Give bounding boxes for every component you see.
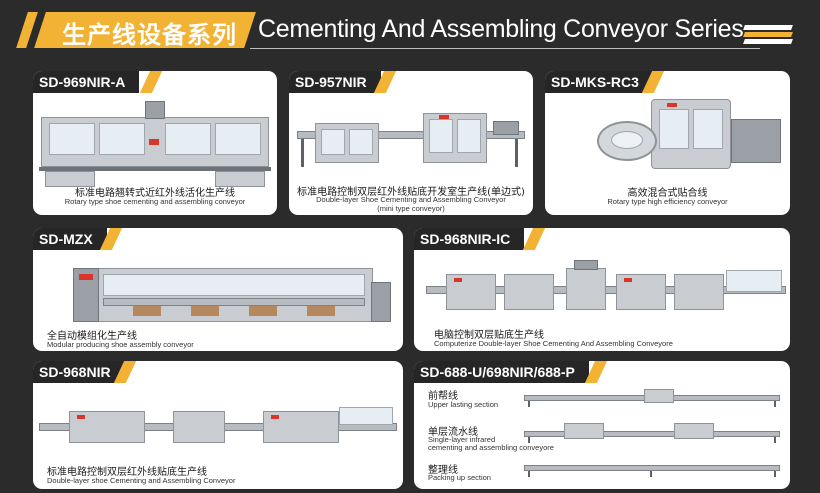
model-tag: SD-MKS-RC3 — [545, 71, 653, 93]
product-name-cn: 标准电路控制双层红外线贴底开发室生产线(单边式) — [297, 187, 525, 198]
tag-accent-stripe — [522, 228, 546, 250]
product-name-en: Modular producing shoe assembly conveyor — [47, 340, 194, 349]
machine-image — [297, 103, 525, 183]
page-header: 生产线设备系列 Cementing And Assembling Conveyo… — [0, 0, 820, 60]
product-card-sd-688-series[interactable]: SD-688-U/698NIR/688-P 前帮线 Upper lasting … — [414, 361, 790, 489]
header-divider — [250, 48, 760, 49]
machine-image — [426, 260, 786, 330]
machine-image — [73, 246, 393, 326]
section-name-en-2: cementing and assembling conveyore — [428, 443, 554, 452]
product-name-cn: 全自动模组化生产线 — [47, 331, 137, 342]
tag-accent-stripe — [139, 71, 163, 93]
product-card-sd-957nir[interactable]: SD-957NIR 标准电路控制双层红外线贴底开发室生产线(单边式) Doubl… — [289, 71, 533, 215]
model-tag: SD-688-U/698NIR/688-P — [414, 361, 589, 383]
model-tag: SD-968NIR — [33, 361, 125, 383]
header-deco-bar — [743, 25, 793, 30]
product-name-en: Computerize Double-layer Shoe Cementing … — [434, 339, 673, 348]
product-name-cn: 标准电路控制双层红外线贴底生产线 — [47, 467, 207, 478]
machine-image — [39, 101, 271, 191]
product-card-sd-968nir[interactable]: SD-968NIR 标准电路控制双层红外线贴底生产线 Double-layer … — [33, 361, 403, 489]
product-name-en: Double-layer Shoe Cementing and Assembli… — [316, 195, 506, 204]
section-name-cn: 前帮线 — [428, 391, 458, 402]
model-tag: SD-MZX — [33, 228, 107, 250]
header-deco-bar — [743, 39, 793, 44]
product-card-sd-968nir-ic[interactable]: SD-968NIR-IC 电脑控制双层贴底生产线 Computerize Dou… — [414, 228, 790, 351]
product-card-sd-mzx[interactable]: SD-MZX 全自动模组化生产线 Modular producing shoe … — [33, 228, 403, 351]
section-name-cn: 单层流水线 — [428, 427, 478, 438]
machine-image — [524, 423, 780, 443]
machine-image — [524, 389, 780, 407]
model-tag: SD-968NIR-IC — [414, 228, 525, 250]
product-card-sd-mks-rc3[interactable]: SD-MKS-RC3 高效混合式贴合线 Rotary type high eff… — [545, 71, 790, 215]
section-name-en: Single-layer infrared — [428, 435, 496, 444]
model-tag: SD-957NIR — [289, 71, 381, 93]
machine-image — [39, 401, 397, 459]
section-name-cn: 整理线 — [428, 465, 458, 476]
product-name-cn: 电脑控制双层贴底生产线 — [434, 330, 544, 341]
header-title-cn: 生产线设备系列 — [62, 21, 237, 49]
header-deco-bar — [743, 32, 793, 37]
product-name-cn: 高效混合式贴合线 — [627, 188, 708, 199]
product-name-en: Double-layer shoe Cementing and Assembli… — [47, 476, 236, 485]
product-name-en: Rotary type shoe cementing and assemblin… — [64, 197, 246, 206]
model-tag: SD-969NIR-A — [33, 71, 140, 93]
product-card-sd-969nir-a[interactable]: SD-969NIR-A 标准电路翘转式近红外线活化生产线 Rotary type… — [33, 71, 277, 215]
machine-image — [524, 459, 780, 477]
product-name-en: Rotary type high efficiency conveyor — [607, 197, 728, 206]
section-name-en: Packing up section — [428, 473, 491, 482]
product-name-cn: 标准电路翘转式近红外线活化生产线 — [75, 188, 235, 199]
section-name-en: Upper lasting section — [428, 400, 499, 409]
product-name-en-note: (mini type conveyor) — [377, 204, 445, 213]
header-title-en: Cementing And Assembling Conveyor Series — [258, 15, 744, 43]
machine-image — [597, 97, 787, 181]
